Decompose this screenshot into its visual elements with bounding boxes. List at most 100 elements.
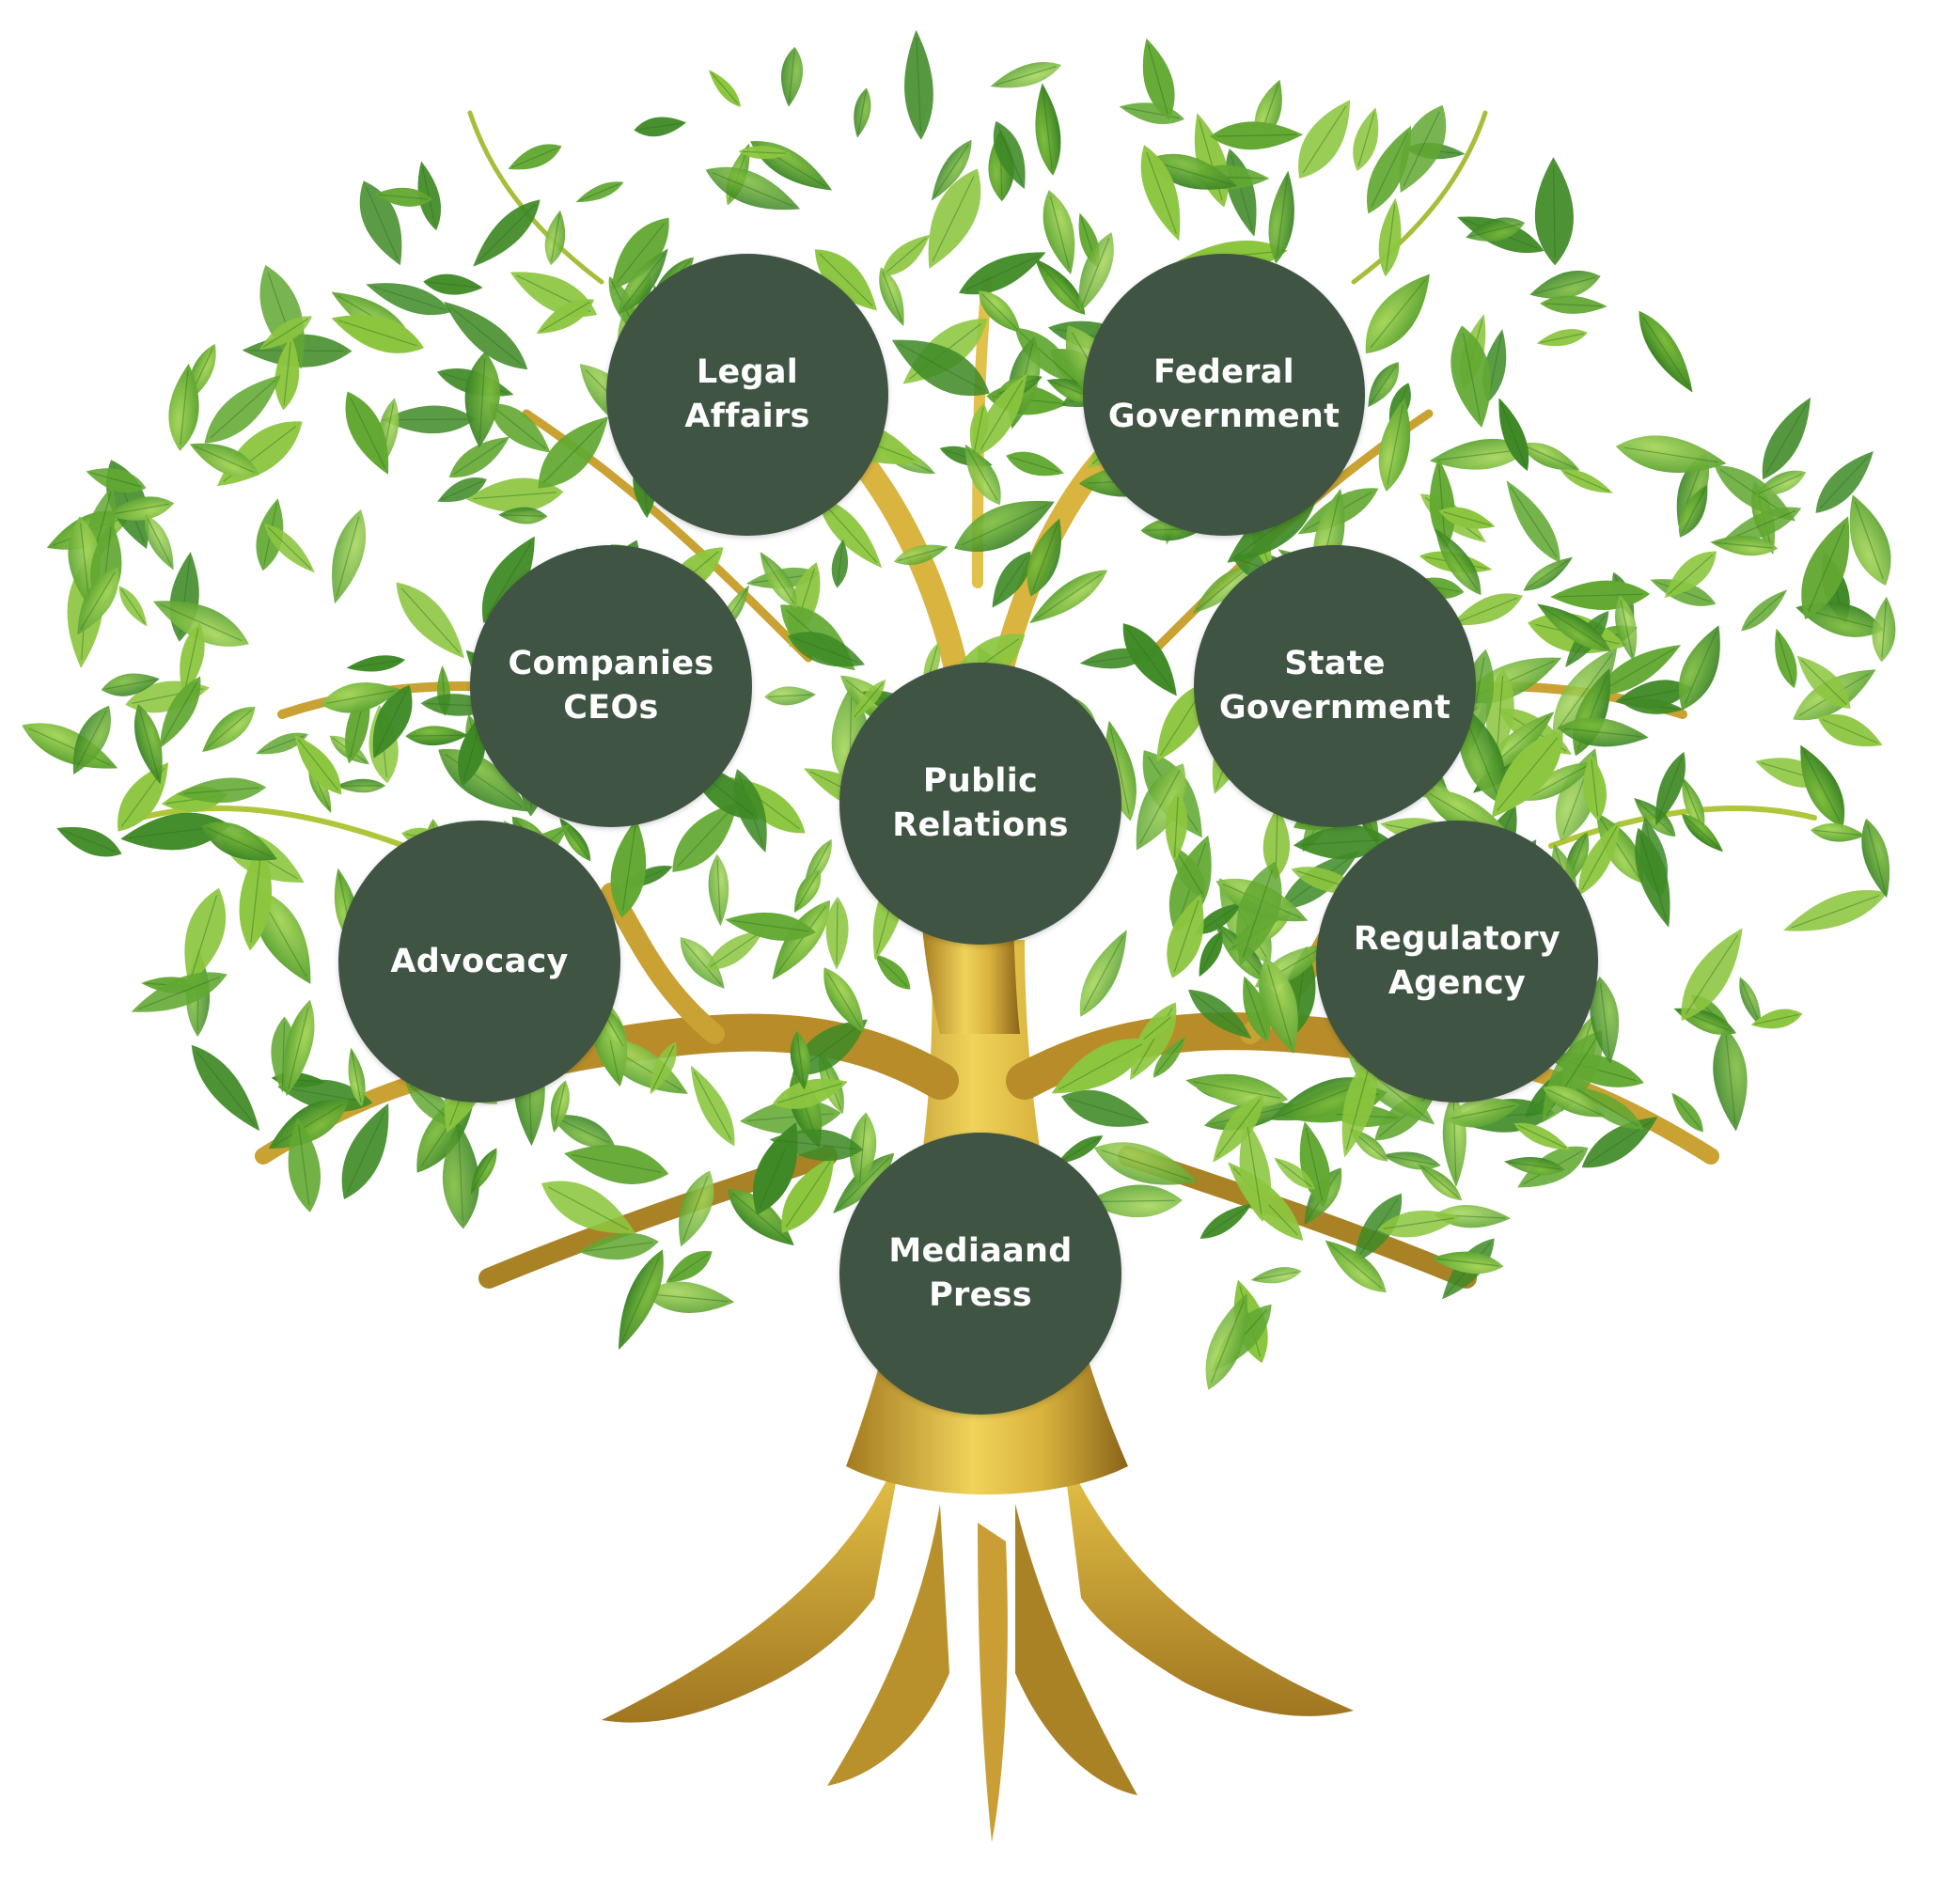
leaf-vein [1581,825,1618,890]
leaf [1431,1251,1504,1275]
leaf [1367,125,1411,214]
leaf [679,1170,714,1247]
leaf [1378,197,1402,277]
leaf [1536,329,1589,347]
node-label: Federal Government [1107,353,1341,435]
leaf-vein [836,901,839,964]
leaf-vein [826,972,862,1029]
leaf-vein [1109,727,1130,814]
leaf [1664,551,1717,598]
leaf-vein [1681,488,1706,534]
leaf [1750,1009,1803,1029]
leaf [1872,596,1896,663]
leaf-vein [1200,933,1221,974]
leaf-vein [668,1253,710,1281]
leaf [1498,398,1529,471]
leaf-vein [1686,934,1739,1014]
leaf [1450,325,1491,429]
leaf-vein [795,872,819,910]
leaf [541,1181,636,1234]
leaf-vein [1546,1088,1602,1116]
leaf [202,706,256,753]
leaf-vein [351,659,401,668]
leaf-vein [1542,606,1606,649]
leaf-vein [731,919,809,932]
leaf [575,181,624,203]
leaf-vein [250,850,262,943]
leaf-vein [555,1117,610,1144]
leaf [1581,1117,1658,1168]
leaf-vein [1357,112,1375,167]
leaf [1801,516,1850,619]
leaf-vein [180,369,189,445]
leaf-vein [1387,404,1404,485]
leaf [372,684,413,759]
leaf-vein [511,147,558,168]
leaf-vein [1510,486,1557,557]
leaf [320,682,400,713]
leaf-vein [1564,727,1642,738]
leaf [1523,556,1574,591]
leaf-vein [1146,151,1177,234]
leaf [1140,145,1181,242]
leaf-vein [837,1157,890,1210]
leaf-vein [1791,895,1880,929]
leaf-vein [1463,333,1482,421]
leaf [990,62,1062,88]
leaf-vein [1534,276,1596,294]
leaf-vein [366,186,399,259]
leaf-vein [1203,1205,1249,1237]
leaf [1434,1205,1512,1228]
leaf-vein [183,787,260,794]
leaf [1270,1077,1372,1121]
leaf [405,1081,463,1132]
leaf [1122,623,1177,696]
leaf-vein [540,301,590,332]
leaf [1195,902,1243,934]
leaf-vein [162,681,198,743]
leaf [893,544,949,566]
leaf-vein [1819,455,1870,509]
leaf [610,217,669,290]
leaf [1274,1157,1315,1190]
node-label: Companies CEOs [508,645,714,727]
leaf [1079,930,1127,1017]
leaf-vein [819,253,873,306]
leaf-vein [410,734,464,737]
leaf [1078,232,1114,313]
leaf-vein [776,1139,856,1150]
leaf-vein [1049,196,1070,269]
leaf-vein [1345,1060,1372,1150]
leaf [417,161,442,231]
leaf [1639,310,1693,393]
leaf-vein [1275,811,1278,875]
leaf-vein [351,1052,362,1103]
leaf [359,180,402,266]
leaf-vein [1754,1013,1799,1025]
leaf-vein [621,253,666,310]
leaf-vein [885,237,927,274]
leaf [993,120,1026,189]
leaf-vein [1758,473,1803,494]
leaf [277,1079,373,1112]
leaf-vein [1192,993,1247,1036]
leaf-vein [1370,365,1397,404]
leaf [184,887,227,985]
leaf-vein [1867,824,1887,893]
leaf-vein [1386,1155,1437,1165]
leaf-vein [693,1071,732,1141]
leaf [264,524,315,573]
leaf-vein [615,222,666,286]
leaf-vein [966,448,998,501]
leaf-vein [822,501,878,564]
leaf [191,1044,260,1132]
leaf [1006,451,1064,477]
leaf [177,777,267,804]
leaf-vein [120,588,146,624]
leaf [274,336,300,411]
leaf-vein [478,358,486,441]
leaf [473,199,541,267]
leaf-vein [1456,597,1518,623]
leaf [1438,507,1496,529]
leaf-vein [326,690,395,704]
